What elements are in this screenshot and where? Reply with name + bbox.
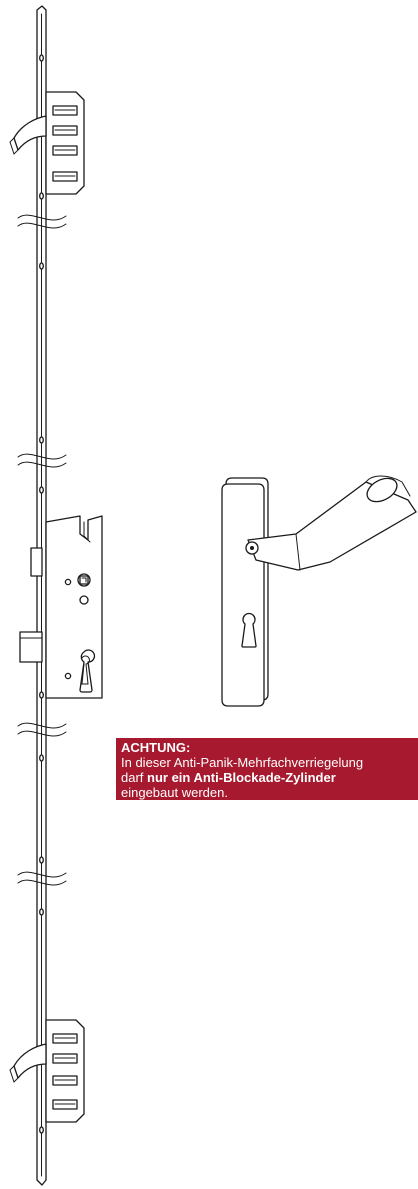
escutcheon-keyhole-icon <box>241 612 257 648</box>
warning-line-2-bold: nur ein Anti-Blockade-Zylinder <box>147 770 336 785</box>
rail-break-markers <box>17 214 67 886</box>
warning-line-2: darf nur ein Anti-Blockade-Zylinder <box>121 770 418 785</box>
cylinder-hole-icon <box>79 649 96 693</box>
warning-title: ACHTUNG: <box>121 740 191 755</box>
warning-notice: ACHTUNG: In dieser Anti-Panik-Mehrfachve… <box>116 738 418 800</box>
follower-square-icon <box>77 573 91 587</box>
warning-line-3: eingebaut werden. <box>121 785 228 800</box>
warning-line-2-start: darf <box>121 770 148 785</box>
main-lock-case <box>19 515 103 699</box>
rail-screw-holes <box>39 54 44 1134</box>
warning-line-1: In dieser Anti-Panik-Mehrfachverriegelun… <box>121 755 364 770</box>
upper-auxiliary-lock <box>9 91 85 195</box>
lower-auxiliary-lock <box>9 1019 85 1123</box>
lock-faceplate-rail <box>36 5 47 1186</box>
door-handle-with-escutcheon <box>221 475 417 707</box>
